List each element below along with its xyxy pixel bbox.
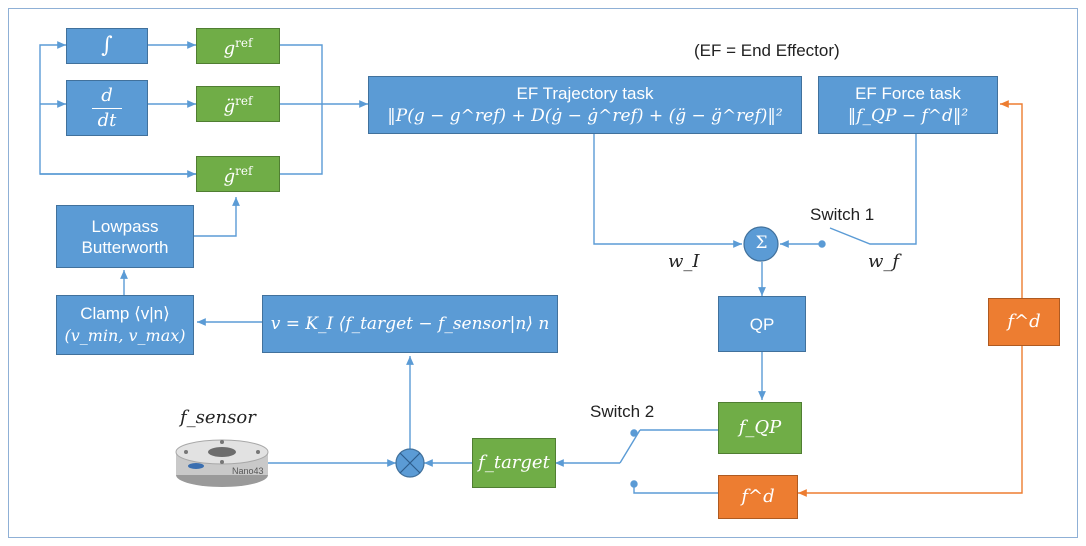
w-f-label: w_f [868, 251, 900, 272]
switch-2-label: Switch 2 [590, 402, 655, 421]
f-d-bottom-block: f^d [718, 475, 798, 519]
f-d-right-block: f^d [988, 298, 1060, 346]
derivative-block: d dt [66, 80, 148, 136]
integral-block: ∫ [66, 28, 148, 64]
w-i-label: w_I [668, 251, 700, 272]
diagram-frame [8, 8, 1078, 538]
g-ddot-ref-block: g̈ref [196, 86, 280, 122]
force-sensor-image [175, 439, 269, 487]
f-target-block: f_target [472, 438, 556, 488]
ef-force-task-block: EF Force task ‖f_QP − f^d‖² [818, 76, 998, 134]
ef-trajectory-task-block: EF Trajectory task ‖P(g − g^ref) + D(ġ −… [368, 76, 802, 134]
sensor-model-text: Nano43 [232, 466, 264, 476]
sum-symbol: Σ [755, 233, 768, 253]
multiplier-junction [395, 448, 425, 478]
velocity-law-block: v = K_I ⟨f_target − f_sensor|n⟩ n [262, 295, 558, 353]
clamp-block: Clamp ⟨v|n⟩ (v_min, v_max) [56, 295, 194, 355]
switch-1-label: Switch 1 [810, 205, 875, 224]
sum-junction [743, 226, 779, 262]
qp-block: QP [718, 296, 806, 352]
lowpass-butterworth-block: Lowpass Butterworth [56, 205, 194, 268]
f-qp-block: f_QP [718, 402, 802, 454]
f-sensor-label: f_sensor [180, 407, 256, 428]
g-dot-ref-block: ġref [196, 156, 280, 192]
abbreviation-note: (EF = End Effector) [694, 41, 840, 60]
g-ref-block: gref [196, 28, 280, 64]
